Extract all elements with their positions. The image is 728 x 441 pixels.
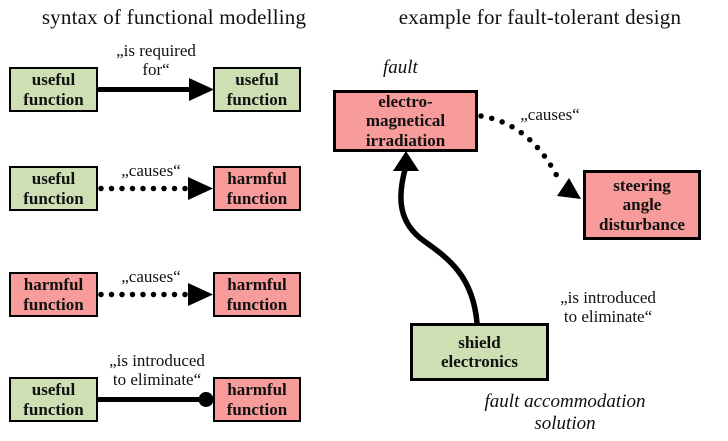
right-section-title: example for fault-tolerant design xyxy=(398,5,682,29)
relation-label-example-causes: „causes“ xyxy=(520,105,580,124)
fault-annotation: fault xyxy=(383,57,418,78)
function-box-harmful-target-2: harmful function xyxy=(213,166,301,211)
causes-arrowhead-2 xyxy=(188,283,213,306)
function-box-useful-source-2: useful function xyxy=(9,166,98,211)
example-eliminate-curve xyxy=(398,163,480,326)
relation-label-is-required-for: „is required for“ xyxy=(116,41,196,80)
example-causes-arrowhead xyxy=(557,178,581,199)
left-section-title: syntax of functional modelling xyxy=(41,5,307,29)
eliminate-circle-terminal xyxy=(198,392,214,407)
function-box-useful-target-1: useful function xyxy=(213,67,301,112)
function-box-harmful-target-4: harmful function xyxy=(213,377,301,422)
solution-annotation: fault accommodation solution xyxy=(484,391,646,434)
relation-label-causes-2: „causes“ xyxy=(121,267,181,286)
function-box-useful-source-4: useful function xyxy=(9,377,98,422)
example-eliminate-arrowhead-up xyxy=(393,151,419,171)
function-box-useful-source-1: useful function xyxy=(9,67,98,112)
function-box-harmful-source-3: harmful function xyxy=(9,272,98,317)
causes-arrowhead-1 xyxy=(188,177,213,200)
effect-box-steering-angle-disturbance: steering angle disturbance xyxy=(583,170,701,240)
function-box-harmful-target-3: harmful function xyxy=(213,272,301,317)
is-required-for-arrowhead xyxy=(189,78,214,101)
relation-label-is-introduced-to-eliminate: „is introduced to eliminate“ xyxy=(109,351,205,390)
example-causes-dotted-curve xyxy=(478,113,564,187)
relation-label-causes-1: „causes“ xyxy=(121,161,181,180)
relation-label-example-eliminate: „is introduced to eliminate“ xyxy=(560,288,656,327)
fault-box-electromagnetical-irradiation: electro- magnetical irradiation xyxy=(333,90,478,152)
solution-box-shield-electronics: shield electronics xyxy=(410,323,549,381)
